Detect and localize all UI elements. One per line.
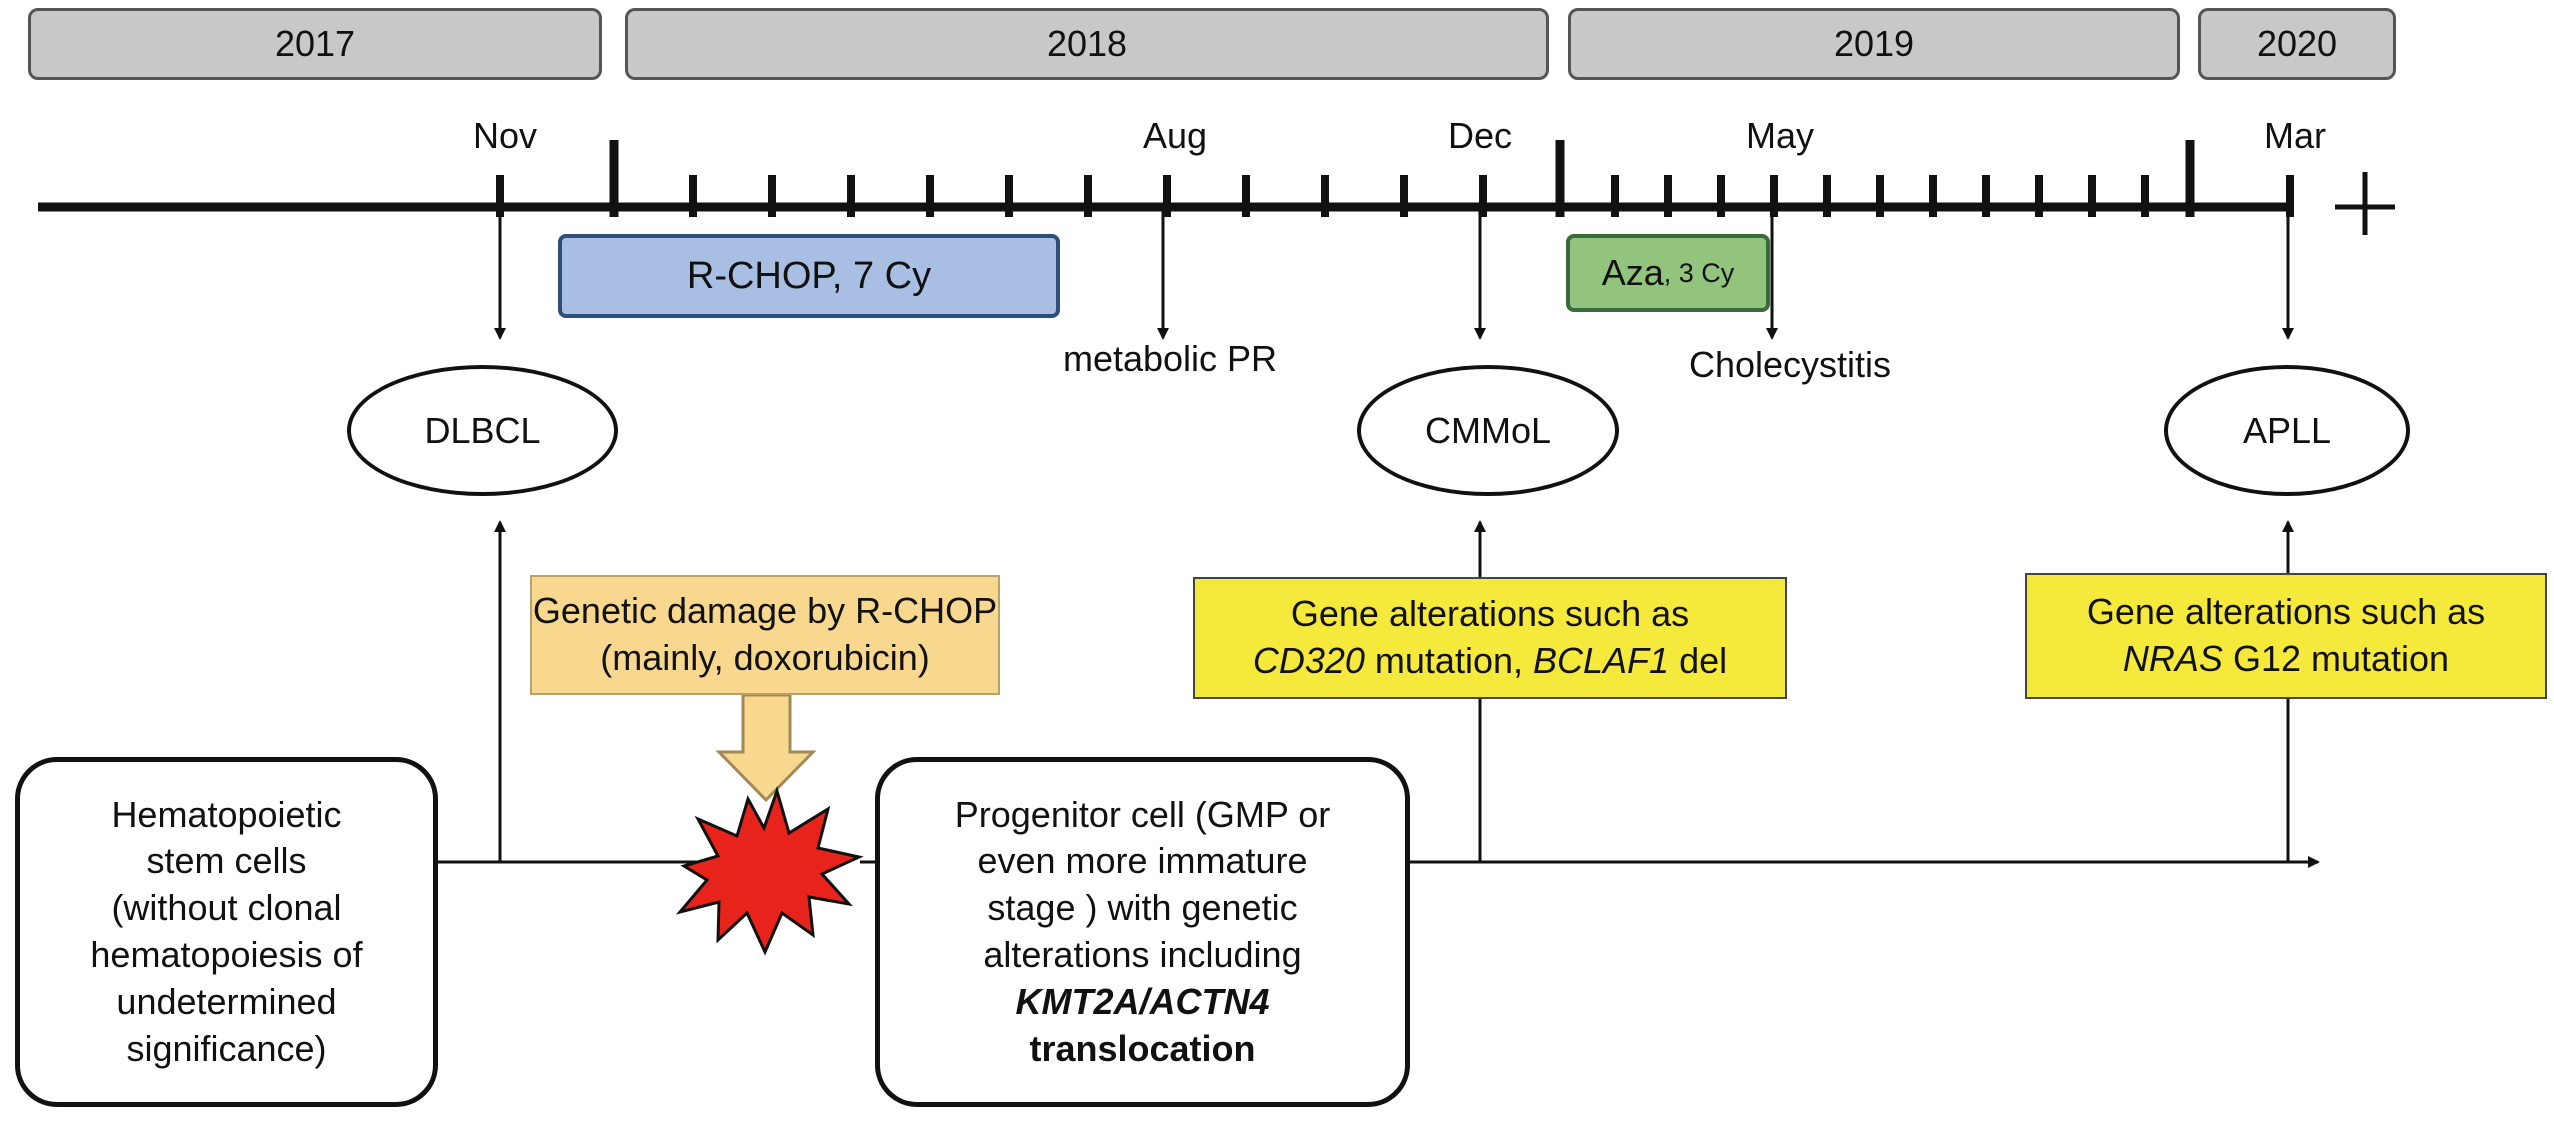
aza-label: Aza	[1601, 252, 1664, 293]
month-aug: Aug	[1142, 115, 1208, 156]
aza-cycles: , 3 Cy	[1663, 257, 1735, 288]
year-2019: 2019	[1568, 8, 2180, 80]
diagnosis-apll: APLL	[2164, 365, 2410, 496]
hsc-line: Hematopoietic	[111, 793, 342, 835]
genetic-damage-line1: Genetic damage by R-CHOP	[532, 590, 998, 632]
progenitor-line: alterations including	[983, 934, 1302, 975]
month-ticks	[496, 175, 2294, 217]
cmmol-note-line2: CD320 mutation, BCLAF1 del	[1253, 638, 1727, 685]
gene-cd320: CD320	[1252, 640, 1365, 681]
progenitor-line: even more immature	[977, 840, 1308, 882]
year-2020: 2020	[2198, 8, 2396, 80]
hsc-line: (without clonal	[111, 887, 342, 929]
apll-note-line2: NRAS G12 mutation	[2123, 636, 2449, 683]
diagnosis-cmmol: CMMoL	[1357, 365, 1619, 496]
progenitor-line: stage ) with genetic	[987, 887, 1298, 929]
explosion-burst-icon	[675, 786, 864, 956]
genetic-damage-line2: (mainly, doxorubicin)	[600, 637, 930, 678]
cmmol-note-line1: Gene alterations such as	[1290, 593, 1690, 635]
treatment-rchop: R-CHOP, 7 Cy	[558, 234, 1060, 318]
progenitor-cell-box: Progenitor cell (GMP or even more immatu…	[875, 757, 1410, 1107]
cmmol-note-mid: mutation,	[1364, 640, 1534, 681]
apll-note-rest: G12 mutation	[2222, 638, 2450, 679]
diagnosis-dlbcl: DLBCL	[347, 365, 618, 496]
year-boundary-ticks	[609, 140, 2195, 217]
hsc-line: undetermined	[116, 980, 337, 1022]
genetic-damage-note: Genetic damage by R-CHOP (mainly, doxoru…	[530, 575, 1000, 695]
death-cross-icon	[2335, 172, 2395, 235]
gene-fusion-kmt2a-actn4: KMT2A/ACTN4	[1015, 980, 1270, 1022]
treatment-azacitidine: Aza, 3 Cy	[1566, 234, 1770, 312]
month-mar: Mar	[2264, 115, 2326, 156]
apll-gene-alterations-note: Gene alterations such as NRAS G12 mutati…	[2025, 573, 2547, 699]
progenitor-line: Progenitor cell (GMP or	[954, 793, 1331, 835]
hsc-line: significance)	[126, 1027, 327, 1069]
hematopoietic-stem-cells-box: Hematopoietic stem cells (without clonal…	[15, 757, 438, 1107]
apll-note-line1: Gene alterations such as	[2086, 591, 2486, 633]
hsc-line: stem cells	[146, 840, 307, 882]
gene-nras: NRAS	[2122, 638, 2223, 679]
event-cholecystitis: Cholecystitis	[1688, 344, 1892, 385]
year-2018: 2018	[625, 8, 1549, 80]
month-may: May	[1745, 115, 1815, 156]
cmmol-gene-alterations-note: Gene alterations such as CD320 mutation,…	[1193, 577, 1787, 699]
event-metabolic-pr: metabolic PR	[1062, 338, 1278, 379]
month-dec: Dec	[1447, 115, 1513, 156]
year-2017: 2017	[28, 8, 602, 80]
gene-bclaf1: BCLAF1	[1533, 640, 1670, 681]
month-nov: Nov	[472, 115, 538, 156]
hsc-line: hematopoiesis of	[90, 934, 363, 975]
cmmol-note-end: del	[1669, 640, 1728, 681]
translocation-label: translocation	[1029, 1027, 1256, 1069]
block-down-arrow-icon	[715, 693, 817, 803]
